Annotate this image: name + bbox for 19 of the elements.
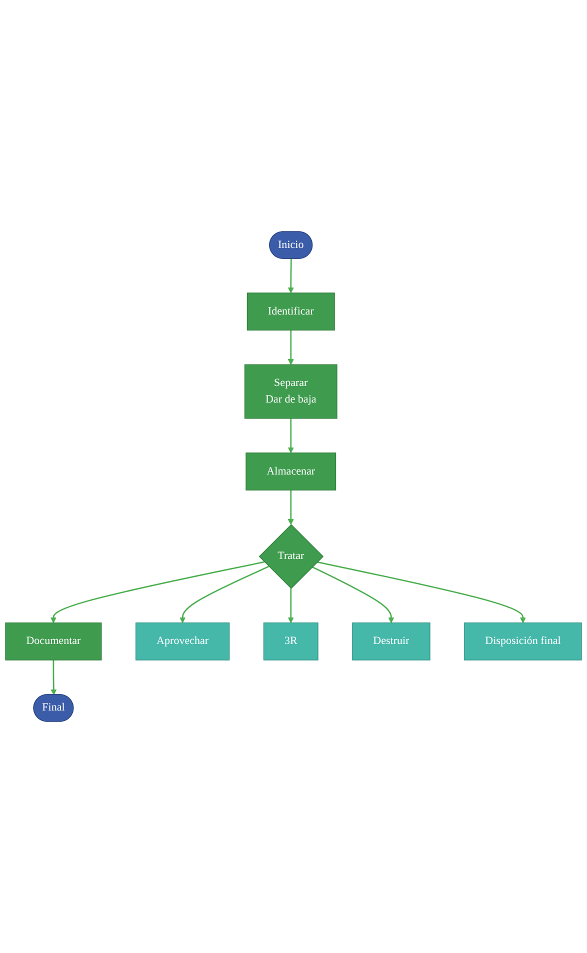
arrow (312, 566, 394, 624)
node-diamond: Tratar (258, 524, 324, 589)
node-box: Aprovechar (136, 622, 230, 660)
arrow (288, 418, 294, 454)
node-box: Documentar (5, 622, 102, 660)
arrow (288, 258, 294, 294)
node-box: 3R (263, 622, 318, 660)
node-box: Disposición final (464, 622, 582, 660)
node-box: Identificar (246, 292, 335, 331)
arrow (50, 660, 57, 696)
arrow (50, 561, 265, 624)
node-box: Almacenar (246, 452, 336, 490)
arrow (180, 566, 270, 624)
arrow (317, 561, 526, 624)
node-box: Destruir (352, 622, 430, 660)
node-box: Separar Dar de baja (244, 364, 338, 419)
arrow (288, 588, 294, 624)
arrow (288, 490, 294, 525)
arrow (288, 330, 294, 365)
